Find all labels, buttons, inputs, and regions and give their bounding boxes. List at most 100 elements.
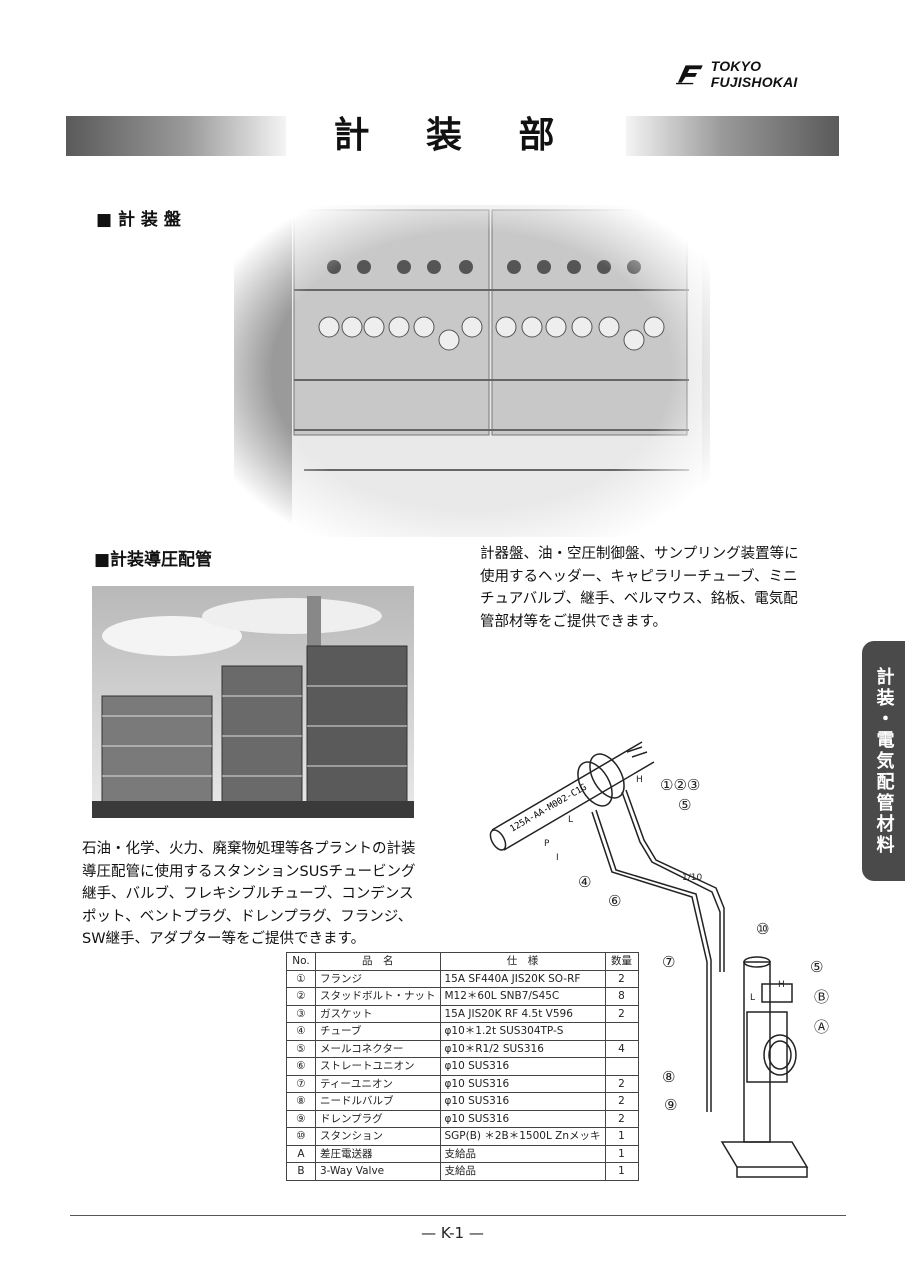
side-tab-label: 計装・電気配管材料 [873,666,895,856]
callout-9: ⑨ [664,1096,677,1114]
cell-qty: 2 [604,969,639,988]
cell-no: ⑦ [286,1074,316,1093]
cell-qty: 1 [604,1127,639,1146]
cell-no: ⑨ [286,1109,316,1128]
cell-name: ストレートユニオン [315,1057,441,1076]
cell-no: ③ [286,1004,316,1023]
callout-b: Ⓑ [814,988,829,1006]
instrument-panel-photo [234,205,710,537]
description-right-line: チュアバルブ、継手、ベルマウス、銘板、電気配 [480,591,798,607]
label-h1: H [636,775,643,785]
cell-spec: φ10 SUS316 [439,1074,606,1093]
piping-diagram: 125A-AA-M002-C1G ①②③ ⑤ ④ ⑥ ⑦ ⑧ ⑨ ⑩ ⑤ Ⓑ Ⓐ… [489,741,829,1178]
cell-spec: 支給品 [439,1162,606,1181]
cell-spec: SGP(B) ＊2B＊1500L Znメッキ [439,1127,606,1146]
cell-qty: 2 [604,1074,639,1093]
side-tab[interactable]: 計装・電気配管材料 [862,641,905,881]
label-p: P [544,839,550,849]
callout-7: ⑦ [662,953,675,971]
callout-4: ④ [578,873,591,891]
cell-name: 3-Way Valve [315,1162,441,1181]
cell-spec: 支給品 [439,1144,606,1163]
cell-spec: 15A JIS20K RF 4.5t V596 [439,1004,606,1023]
callout-5b: ⑤ [810,958,823,976]
cell-name: スタンション [315,1127,441,1146]
footer-divider [70,1215,846,1216]
cell-spec: φ10 SUS316 [439,1057,606,1076]
cell-qty [604,1022,639,1041]
header-name: 品 名 [315,952,441,971]
cell-name: ガスケット [315,1004,441,1023]
company-logo: TOKYO FUJISHOKAI [676,58,846,90]
callout-8: ⑧ [662,1068,675,1086]
cell-no: ② [286,987,316,1006]
logo-mark-icon [676,65,703,85]
cell-name: 差圧電送器 [315,1144,441,1163]
cell-qty: 2 [604,1092,639,1111]
cell-spec: φ10＊R1/2 SUS316 [439,1039,606,1058]
cell-no: B [286,1162,316,1181]
callout-6: ⑥ [608,892,621,910]
cell-no: ⑩ [286,1127,316,1146]
company-name: TOKYO FUJISHOKAI [710,58,798,90]
callout-10: ⑩ [756,920,769,938]
section-heading-panel: ■ 計 装 盤 [96,210,181,230]
cell-no: ⑧ [286,1092,316,1111]
cell-name: スタッドボルト・ナット [315,987,441,1006]
pipe-label: 125A-AA-M002-C1G [509,783,589,835]
cell-qty: 2 [604,1004,639,1023]
description-left-line: 継手、バルブ、フレキシブルチューブ、コンデンス [82,886,414,902]
cell-qty: 1 [604,1144,639,1163]
cell-no: A [286,1144,316,1163]
description-right-line: 管部材等をご提供できます。 [480,613,668,630]
header-no: No. [286,952,316,971]
description-left-line: ポット、ベントプラグ、ドレンプラグ、フランジ、 [82,908,413,925]
cell-no: ⑥ [286,1057,316,1076]
description-right-line: 使用するヘッダー、キャピラリーチューブ、ミニ [480,568,798,585]
description-left-line: 導圧配管に使用するスタンションSUSチュービング [82,863,416,880]
cell-spec: 15A SF440A JIS20K SO-RF [439,969,606,988]
cell-qty [604,1057,639,1076]
label-l1: L [568,815,573,825]
description-right-line: 計器盤、油・空圧制御盤、サンプリング装置等に [480,546,799,562]
page-number: — K-1 — [421,1224,484,1242]
cell-spec: φ10 SUS316 [439,1092,606,1111]
callout-5a: ⑤ [678,796,691,814]
cell-no: ④ [286,1022,316,1041]
cell-qty: 4 [604,1039,639,1058]
cell-no: ① [286,969,316,988]
title-bar-left [66,116,286,156]
header-spec: 仕 様 [439,952,606,971]
cell-qty: 1 [604,1162,639,1181]
cell-qty: 2 [604,1109,639,1128]
cell-spec: φ10＊1.2t SUS304TP-S [439,1022,606,1041]
section-heading-piping: ■計装導圧配管 [94,550,213,570]
description-left: 石油・化学、火力、廃棄物処理等各プラントの計装 導圧配管に使用するスタンションS… [82,838,442,951]
cell-name: ドレンプラグ [315,1109,441,1128]
callout-a: Ⓐ [814,1018,829,1036]
title-bar-right [626,116,839,156]
cell-name: ティーユニオン [315,1074,441,1093]
description-left-line: SW継手、アダプター等をご提供できます。 [82,931,366,947]
cell-qty: 8 [604,987,639,1006]
cell-name: チューブ [315,1022,441,1041]
table-header-row: No. 品 名 仕 様 数量 [286,952,639,971]
label-h2: H [778,980,785,990]
cell-name: フランジ [315,969,441,988]
callout-123: ①②③ [660,776,700,794]
header-qty: 数量 [604,952,639,971]
cell-name: メールコネクター [315,1039,441,1058]
cell-spec: φ10 SUS316 [439,1109,606,1128]
description-right: 計器盤、油・空圧制御盤、サンプリング装置等に 使用するヘッダー、キャピラリーチュ… [480,543,820,633]
